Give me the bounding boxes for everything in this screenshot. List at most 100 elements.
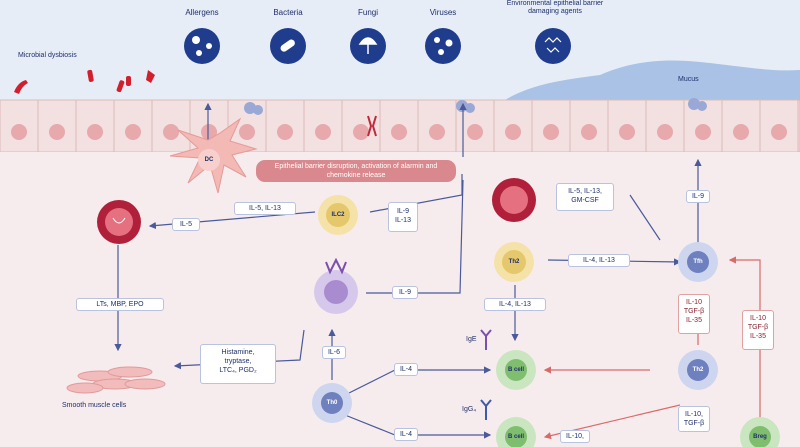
epithelial-nucleus [695,124,711,140]
small-tgfb: TGF-β [683,420,705,427]
mediator-gmcsf-line1: IL-5, IL-13, [568,188,602,195]
virus-icon [425,28,461,64]
epithelial-nucleus [467,124,483,140]
b-cell-label-a: B cell [507,367,524,373]
mediator-gmcsf-line2: GM-CSF [571,197,599,204]
eosinophil [97,200,141,244]
dendritic-cell [169,117,258,194]
igg4-label: IgG₄ [462,406,477,413]
ilc2-cell [318,195,358,235]
th0-label: Th0 [326,400,338,406]
tfh-cell [678,242,718,282]
epithelial-nucleus [353,124,369,140]
mediator-il4-il13-th2: IL-4, IL-13 [568,254,630,267]
chemical-structure-icon [535,28,571,64]
mediator-il9-mast: IL-9 [392,286,418,299]
b-cell-ige [496,350,536,390]
agent-label-allergens: Allergens [185,8,219,17]
epithelial-nucleus [657,124,673,140]
barrier-disruption-bubble: Epithelial barrier disruption, activatio… [256,160,456,182]
epithelial-cell [645,99,685,153]
tight-junction-disruption-icon [367,115,377,137]
epithelial-nucleus [391,124,407,140]
epithelial-nucleus [581,124,597,140]
mediator-il5-eos: IL-5 [172,218,200,231]
mediator-il9-line: IL-9 [396,208,410,215]
th2-cell-lower [678,350,718,390]
agent-label-viruses: Viruses [429,8,457,17]
smooth-muscle-icon [66,366,166,394]
epithelial-nucleus [49,124,65,140]
mast-cell [314,257,358,314]
mast-product-ltc4: LTC₄, PGD₂ [219,367,257,374]
breg-il35: IL-35 [750,333,766,340]
mediator-il9-top: IL-9 [686,190,710,203]
th2-cell [494,242,534,282]
mediator-lts: LTs, MBP, EPO [76,298,164,311]
epithelial-nucleus [201,124,217,140]
mediator-il10-lower: IL-10, [560,430,590,443]
mediator-il9-il13: IL-9 IL-13 [388,202,418,232]
dysbiosis-label: Microbial dysbiosis [18,52,77,59]
breg-label: Breg [753,434,767,440]
mediator-breg-cytokines: IL-10 TGF-β IL-35 [742,310,774,350]
allergen-particles-icon [184,28,220,64]
th2-label-b: Th2 [692,367,704,373]
mediator-il6: IL-6 [322,346,346,359]
epithelial-nucleus [163,124,179,140]
epithelial-nucleus [543,124,559,140]
tfh-label: Tfh [693,259,703,265]
epithelial-nucleus [87,124,103,140]
epithelial-receptors [244,98,707,115]
epithelial-nucleus [315,124,331,140]
epithelial-nucleus [429,124,445,140]
ige-label: IgE [466,336,477,343]
mediator-il5-il13: IL-5, IL-13 [234,202,296,215]
dc-label: DC [204,157,214,163]
epithelial-nucleus [505,124,521,140]
mediator-il13-line: IL-13 [395,217,411,224]
ige-antibody-icon [480,329,492,350]
mediator-il4-il13-bcell: IL-4, IL-13 [484,298,546,311]
mast-product-tryptase: tryptase, [224,358,252,365]
agent-label-bacteria: Bacteria [273,8,303,17]
epithelial-nucleus [771,124,787,140]
mucus-label: Mucus [678,76,699,83]
epithelial-nucleus [125,124,141,140]
agent-label-environmental: Environmental epithelial barrier damagin… [506,0,604,15]
breg-il10: IL-10 [750,315,766,322]
agent-icons [184,28,571,64]
dysbiosis-bacteria-icon [14,69,155,94]
epithelial-nucleus [619,124,635,140]
epithelial-nucleus [277,124,293,140]
breg-cell [740,417,780,447]
th0-cell [312,383,352,423]
th2-label-a: Th2 [508,259,520,265]
mediator-il4-th0: IL-4 [394,363,418,376]
mediator-gmcsf: IL-5, IL-13, GM-CSF [556,183,614,211]
epithelial-nucleus [11,124,27,140]
mediator-il35: IL-35 [686,317,702,324]
mediator-il4-th0-lower: IL-4 [394,428,418,441]
epithelial-nucleus [239,124,255,140]
breg-tgfb: TGF-β [747,324,769,331]
epithelial-cells [0,99,799,153]
basophil [492,178,536,222]
small-il10: IL-10, [685,411,703,418]
b-cell-igg4 [496,417,536,447]
mediator-tgfb: TGF-β [683,308,705,315]
smooth-muscle-label: Smooth muscle cells [62,402,127,409]
mediator-il10-tgf-small: IL-10, TGF-β [678,406,710,432]
epithelial-nucleus [733,124,749,140]
mast-product-histamine: Histamine, [221,349,255,356]
mediator-il10-tgf-il35: IL-10 TGF-β IL-35 [678,294,710,334]
b-cell-label-b: B cell [507,434,524,440]
mediator-il10: IL-10 [686,299,702,306]
ilc2-label: ILC2 [331,212,345,218]
mediator-mast-products: Histamine, tryptase, LTC₄, PGD₂ [200,344,276,384]
igg4-antibody-icon [480,399,492,420]
agent-label-fungi: Fungi [357,8,378,17]
mucus-layer [505,60,800,100]
